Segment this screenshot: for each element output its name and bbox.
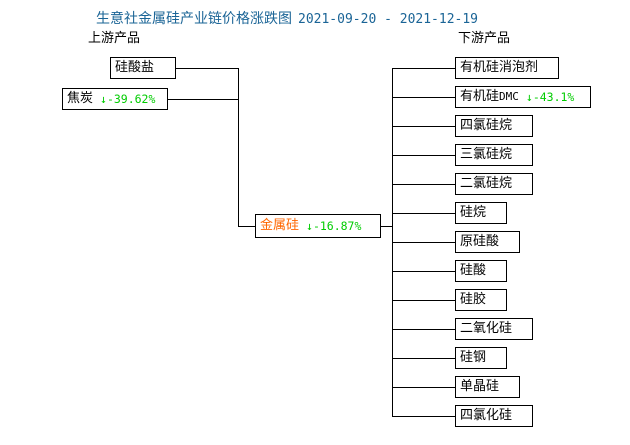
downstream-node-10[interactable]: 二氧化硅 xyxy=(455,318,533,340)
node-label: 原硅酸 xyxy=(460,234,500,249)
downstream-node-13[interactable]: 四氯化硅 xyxy=(455,405,533,427)
node-label: 硅酸 xyxy=(460,263,487,278)
connector-downstream-branch xyxy=(392,329,455,330)
node-label: 二氯硅烷 xyxy=(460,176,513,191)
downstream-node-9[interactable]: 硅胶 xyxy=(455,289,507,311)
node-label: 焦炭 xyxy=(67,91,94,106)
downstream-node-7[interactable]: 原硅酸 xyxy=(455,231,520,253)
connector-downstream-branch xyxy=(392,271,455,272)
page-title: 生意社金属硅产业链价格涨跌图 2021-09-20 - 2021-12-19 xyxy=(96,8,478,28)
connector-upstream-to-center xyxy=(238,226,256,227)
connector-downstream-branch xyxy=(392,184,455,185)
connector-downstream-branch xyxy=(392,358,455,359)
connector-upstream-2 xyxy=(167,99,239,100)
downstream-column-header: 下游产品 xyxy=(458,31,511,46)
connector-downstream-branch xyxy=(392,300,455,301)
upstream-node-jiaotan[interactable]: 焦炭 ↓-39.62% xyxy=(62,88,168,110)
downstream-node-6[interactable]: 硅烷 xyxy=(455,202,507,224)
node-label: 有机硅消泡剂 xyxy=(460,60,539,75)
page-title-daterange: 2021-09-20 - 2021-12-19 xyxy=(298,12,479,27)
downstream-node-5[interactable]: 二氯硅烷 xyxy=(455,173,533,195)
node-change-value: ↓-43.1% xyxy=(525,90,575,104)
node-label-latin: DMC xyxy=(499,90,519,103)
connector-downstream-branch xyxy=(392,242,455,243)
center-node-metal-silicon[interactable]: 金属硅 ↓-16.87% xyxy=(255,214,381,238)
upstream-node-guisuanyan[interactable]: 硅酸盐 xyxy=(110,57,176,79)
upstream-column-header: 上游产品 xyxy=(88,31,141,46)
node-label: 四氯硅烷 xyxy=(460,118,513,133)
downstream-node-1[interactable]: 有机硅消泡剂 xyxy=(455,57,559,79)
connector-center-to-downstream xyxy=(380,226,393,227)
connector-downstream-branch xyxy=(392,387,455,388)
connector-downstream-branch xyxy=(392,126,455,127)
node-label: 硅胶 xyxy=(460,292,487,307)
downstream-node-4[interactable]: 三氯硅烷 xyxy=(455,144,533,166)
node-change-value: ↓-16.87% xyxy=(306,219,362,233)
downstream-node-2[interactable]: 有机硅 DMC ↓-43.1% xyxy=(455,86,591,108)
node-label: 硅钢 xyxy=(460,350,487,365)
connector-downstream-branch xyxy=(392,213,455,214)
node-label: 三氯硅烷 xyxy=(460,147,513,162)
node-label: 二氧化硅 xyxy=(460,321,513,336)
connector-downstream-branch xyxy=(392,416,455,417)
node-label: 单晶硅 xyxy=(460,379,500,394)
connector-downstream-branch xyxy=(392,155,455,156)
node-change-value: ↓-39.62% xyxy=(100,92,156,106)
connector-downstream-branch xyxy=(392,68,455,69)
node-label: 硅酸盐 xyxy=(115,60,155,75)
node-label: 有机硅 xyxy=(460,89,500,104)
node-label: 金属硅 xyxy=(260,218,300,233)
downstream-node-11[interactable]: 硅钢 xyxy=(455,347,507,369)
connector-upstream-1 xyxy=(175,68,239,69)
node-label: 四氯化硅 xyxy=(460,408,513,423)
downstream-node-3[interactable]: 四氯硅烷 xyxy=(455,115,533,137)
downstream-node-8[interactable]: 硅酸 xyxy=(455,260,507,282)
node-label: 硅烷 xyxy=(460,205,487,220)
page-title-text: 生意社金属硅产业链价格涨跌图 xyxy=(96,11,292,27)
downstream-node-12[interactable]: 单晶硅 xyxy=(455,376,520,398)
connector-downstream-branch xyxy=(392,97,455,98)
connector-upstream-trunk xyxy=(238,68,239,226)
